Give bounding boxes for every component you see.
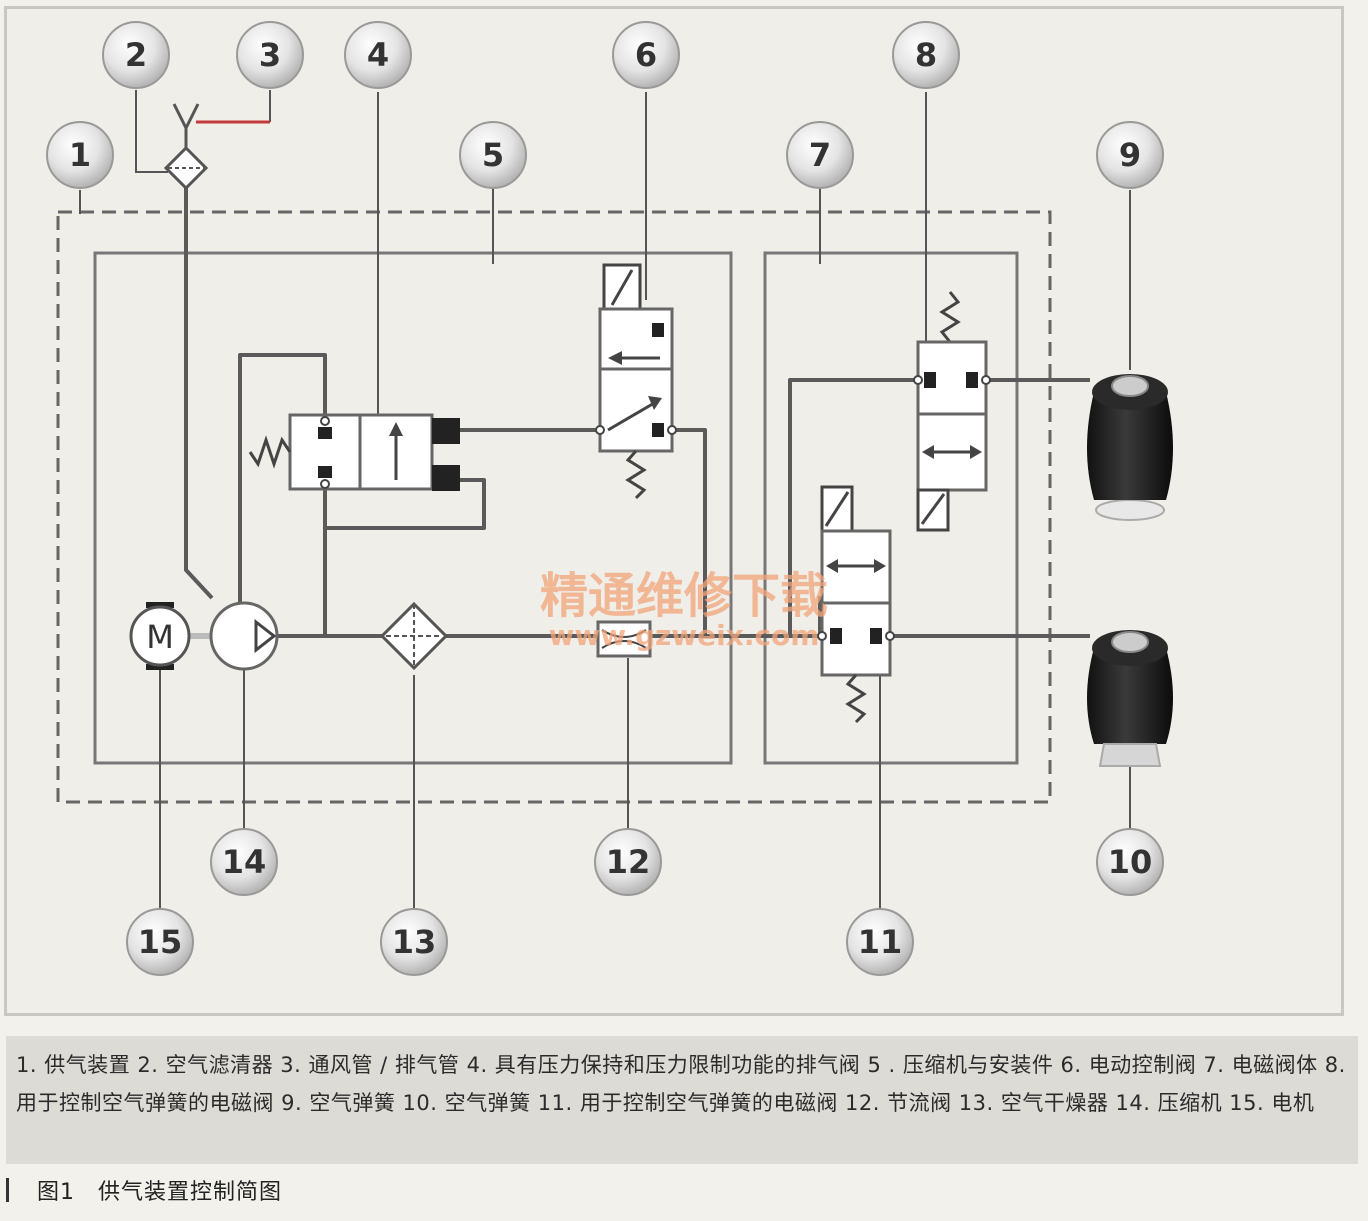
svg-text:9: 9 (1119, 136, 1141, 174)
watermark-title: 精通维修下载 (540, 568, 828, 624)
callout-13: 13 (380, 908, 448, 976)
air-spring-lower (1087, 630, 1173, 767)
air-spring-upper (1087, 374, 1173, 521)
svg-text:5: 5 (482, 136, 504, 174)
control-valve-symbol (595, 263, 677, 500)
svg-text:10: 10 (1108, 843, 1153, 881)
compressor-symbol (180, 601, 279, 671)
svg-text:8: 8 (915, 36, 937, 74)
leader-lines (79, 90, 1131, 908)
callout-15: 15 (126, 908, 194, 976)
svg-text:2: 2 (125, 36, 147, 74)
callout-10: 10 (1096, 828, 1164, 896)
svg-text:4: 4 (367, 36, 389, 74)
motor-symbol: M (129, 602, 191, 670)
svg-text:12: 12 (606, 843, 651, 881)
svg-text:3: 3 (259, 36, 281, 74)
svg-text:6: 6 (635, 36, 657, 74)
callout-3: 3 (236, 21, 304, 89)
callout-2: 2 (102, 21, 170, 89)
legend-caption-box: 1. 供气装置 2. 空气滤清器 3. 通风管 / 排气管 4. 具有压力保持和… (6, 1036, 1358, 1164)
legend-caption-text: 1. 供气装置 2. 空气滤清器 3. 通风管 / 排气管 4. 具有压力保持和… (16, 1053, 1346, 1115)
figure-title-row: 图1 供气装置控制简图 (6, 1172, 282, 1208)
svg-text:7: 7 (809, 136, 831, 174)
callout-14: 14 (210, 828, 278, 896)
callout-11: 11 (846, 908, 914, 976)
svg-text:14: 14 (222, 843, 267, 881)
svg-text:11: 11 (858, 923, 903, 961)
figure-title: 图1 供气装置控制简图 (37, 1180, 282, 1205)
svg-text:13: 13 (392, 923, 437, 961)
throttle-valve-symbol (596, 620, 652, 658)
solenoid-valve-body-box (763, 251, 1019, 765)
callout-9: 9 (1096, 121, 1164, 189)
watermark-url: www.gzweix.com (549, 619, 820, 652)
supply-unit-boundary (56, 210, 1052, 804)
air-filter-symbol (163, 103, 209, 191)
svg-text:15: 15 (138, 923, 183, 961)
callout-4: 4 (344, 21, 412, 89)
svg-text:1: 1 (69, 136, 91, 174)
exhaust-valve-symbol (248, 413, 460, 491)
air-supply-diagram: M 精通维修下载 www.gzweix.com 1 2 3 4 5 6 7 8 … (46, 21, 1173, 976)
callout-8: 8 (892, 21, 960, 89)
callout-12: 12 (594, 828, 662, 896)
callout-7: 7 (786, 121, 854, 189)
motor-symbol-letter: M (146, 618, 174, 656)
callout-6: 6 (612, 21, 680, 89)
figure-title-marker (6, 1178, 9, 1202)
callout-1: 1 (46, 121, 114, 189)
solenoid-valve-lower-symbol (817, 485, 895, 724)
callout-5: 5 (459, 121, 527, 189)
solenoid-valve-upper-symbol (913, 291, 991, 532)
air-dryer-symbol (379, 601, 449, 671)
pneumatic-lines (184, 185, 1090, 638)
